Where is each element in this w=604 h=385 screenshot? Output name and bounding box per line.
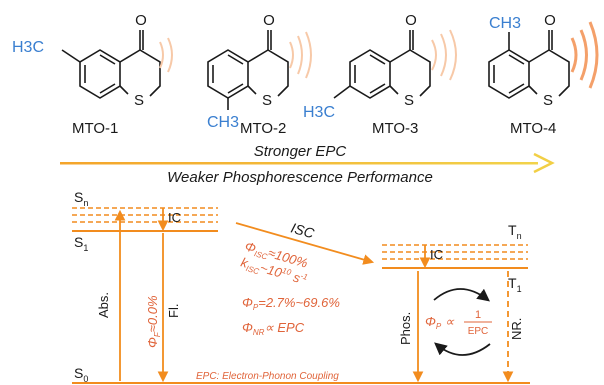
footnote: EPC: Electron-Phonon Coupling [196, 371, 339, 382]
abs-label: Abs. [96, 292, 111, 318]
methyl-group: CH3 [489, 15, 521, 32]
isc-arrow [235, 222, 375, 265]
ic-right-label: IC [430, 247, 443, 262]
level-sn-label: Sn [74, 189, 88, 208]
oxygen-atom: O [405, 12, 417, 29]
molecule-label-mto-3: MTO-3 [372, 120, 418, 137]
singlet-levels [72, 207, 218, 232]
exchange-arrow-bottom [434, 342, 491, 356]
sulfur-atom: S [404, 92, 414, 109]
fraction-denominator: EPC [468, 326, 489, 337]
ic-left-label: IC [168, 210, 181, 225]
level-s1-label: S1 [74, 234, 88, 253]
level-tn-label: Tn [508, 222, 522, 241]
phi-p-prop-equation: ΦP ∝ [425, 314, 455, 331]
level-s0-label: S0 [74, 365, 88, 384]
phi-p-equation: ΦP=2.7%~69.6% [242, 295, 340, 312]
epc-trend-arrow [60, 152, 555, 174]
nr-label: NR. [509, 318, 524, 340]
triplet-levels [382, 244, 528, 269]
phos-label: Phos. [398, 312, 413, 345]
phi-nr-equation: ΦNR∝ EPC [242, 320, 305, 337]
oxygen-atom: O [544, 12, 556, 29]
methyl-group: H3C [303, 104, 335, 121]
arrow-bottom-label: Weaker Phosphorescence Performance [167, 169, 433, 186]
methyl-group: H3C [12, 39, 44, 56]
molecule-label-mto-4: MTO-4 [510, 120, 556, 137]
k-isc-equation: kISC~1010 s-1 [239, 254, 309, 289]
arrow-top-label: Stronger EPC [254, 143, 347, 160]
sulfur-atom: S [262, 92, 272, 109]
molecule-mto-2: O S CH3 MTO-2 [207, 12, 312, 137]
level-t1-label: T1 [508, 275, 522, 294]
oxygen-atom: O [263, 12, 275, 29]
phi-f-equation: ΦF≈0.0% [145, 295, 162, 348]
molecule-mto-4: O S CH3 MTO-4 [488, 12, 599, 137]
sulfur-atom: S [543, 92, 553, 109]
oxygen-atom: O [135, 12, 147, 29]
isc-label: ISC [289, 220, 317, 242]
methyl-group: CH3 [207, 114, 239, 131]
fl-label: Fl. [166, 304, 181, 318]
molecule-mto-3: O S H3C MTO-3 [303, 12, 457, 137]
molecule-mto-1: O S H3C MTO-1 [12, 12, 173, 137]
molecule-label-mto-1: MTO-1 [72, 120, 118, 137]
fraction-numerator: 1 [475, 309, 481, 321]
sulfur-atom: S [134, 92, 144, 109]
exchange-arrow-top [433, 288, 490, 302]
molecule-label-mto-2: MTO-2 [240, 120, 286, 137]
